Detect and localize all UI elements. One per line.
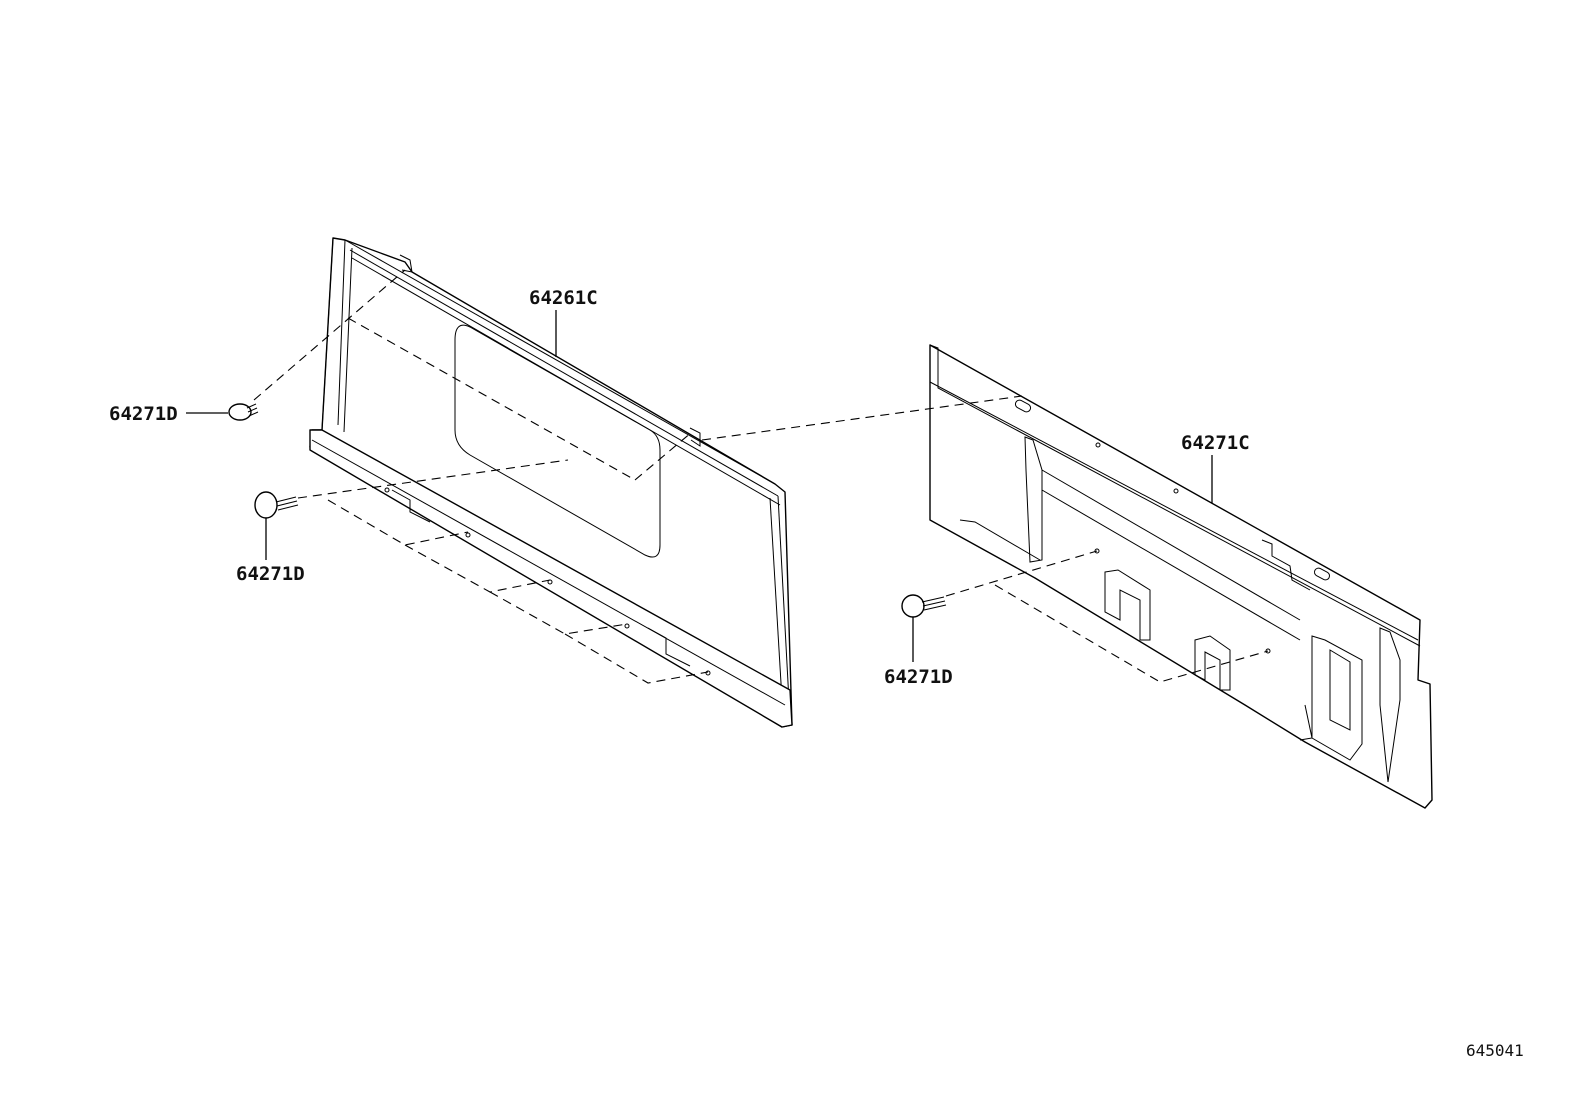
callout-64271D-right: 64271D xyxy=(884,666,953,688)
back-panel-board xyxy=(309,237,793,728)
assembly-lines xyxy=(253,269,1269,684)
leader-lines xyxy=(186,310,1213,662)
figure-number: 645041 xyxy=(1466,1041,1524,1060)
clip-lower-left xyxy=(254,491,299,519)
callout-64261C: 64261C xyxy=(529,287,598,309)
back-panel-trim xyxy=(929,344,1433,809)
callout-64271D-upper-left: 64271D xyxy=(109,403,178,425)
callout-64271D-lower-left: 64271D xyxy=(236,563,305,585)
callout-64271C: 64271C xyxy=(1181,432,1250,454)
clip-upper-left xyxy=(228,403,259,421)
clip-right xyxy=(901,594,947,618)
